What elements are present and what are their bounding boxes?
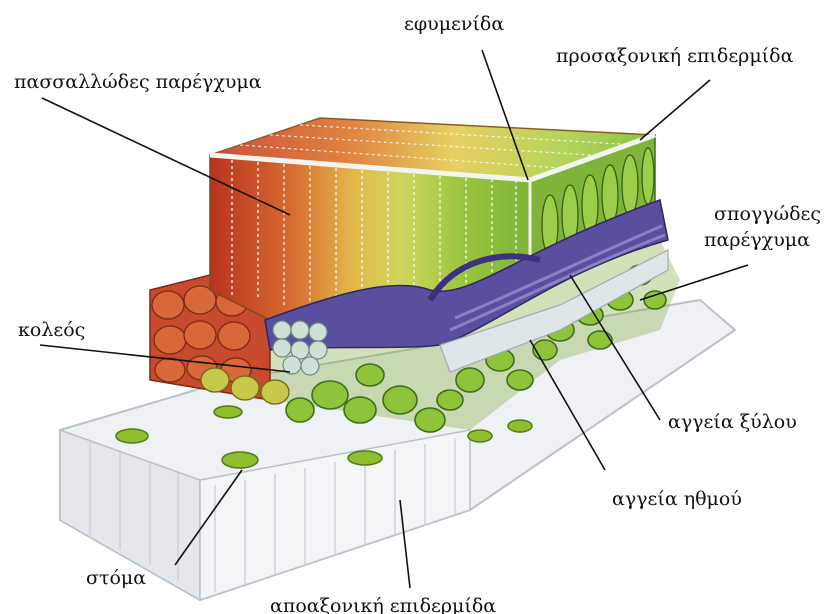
label-phloem: αγγεία ηθμού xyxy=(612,488,742,510)
label-abaxial-epidermis: αποαξονική επιδερμίδα xyxy=(270,595,496,614)
label-palisade-parenchyma: πασσαλλώδες παρέγχυμα xyxy=(14,71,262,93)
label-spongy-parenchyma-2: παρέγχυμα xyxy=(704,229,810,251)
label-adaxial-epidermis: προσαξονική επιδερμίδα xyxy=(556,45,794,67)
label-stoma: στόμα xyxy=(86,567,146,589)
label-xylem: αγγεία ξύλου xyxy=(668,411,797,433)
label-spongy-parenchyma-1: σπογγώδες xyxy=(714,203,821,225)
label-cuticle: εφυμενίδα xyxy=(404,13,504,35)
label-sheath: κολεός xyxy=(18,319,85,341)
